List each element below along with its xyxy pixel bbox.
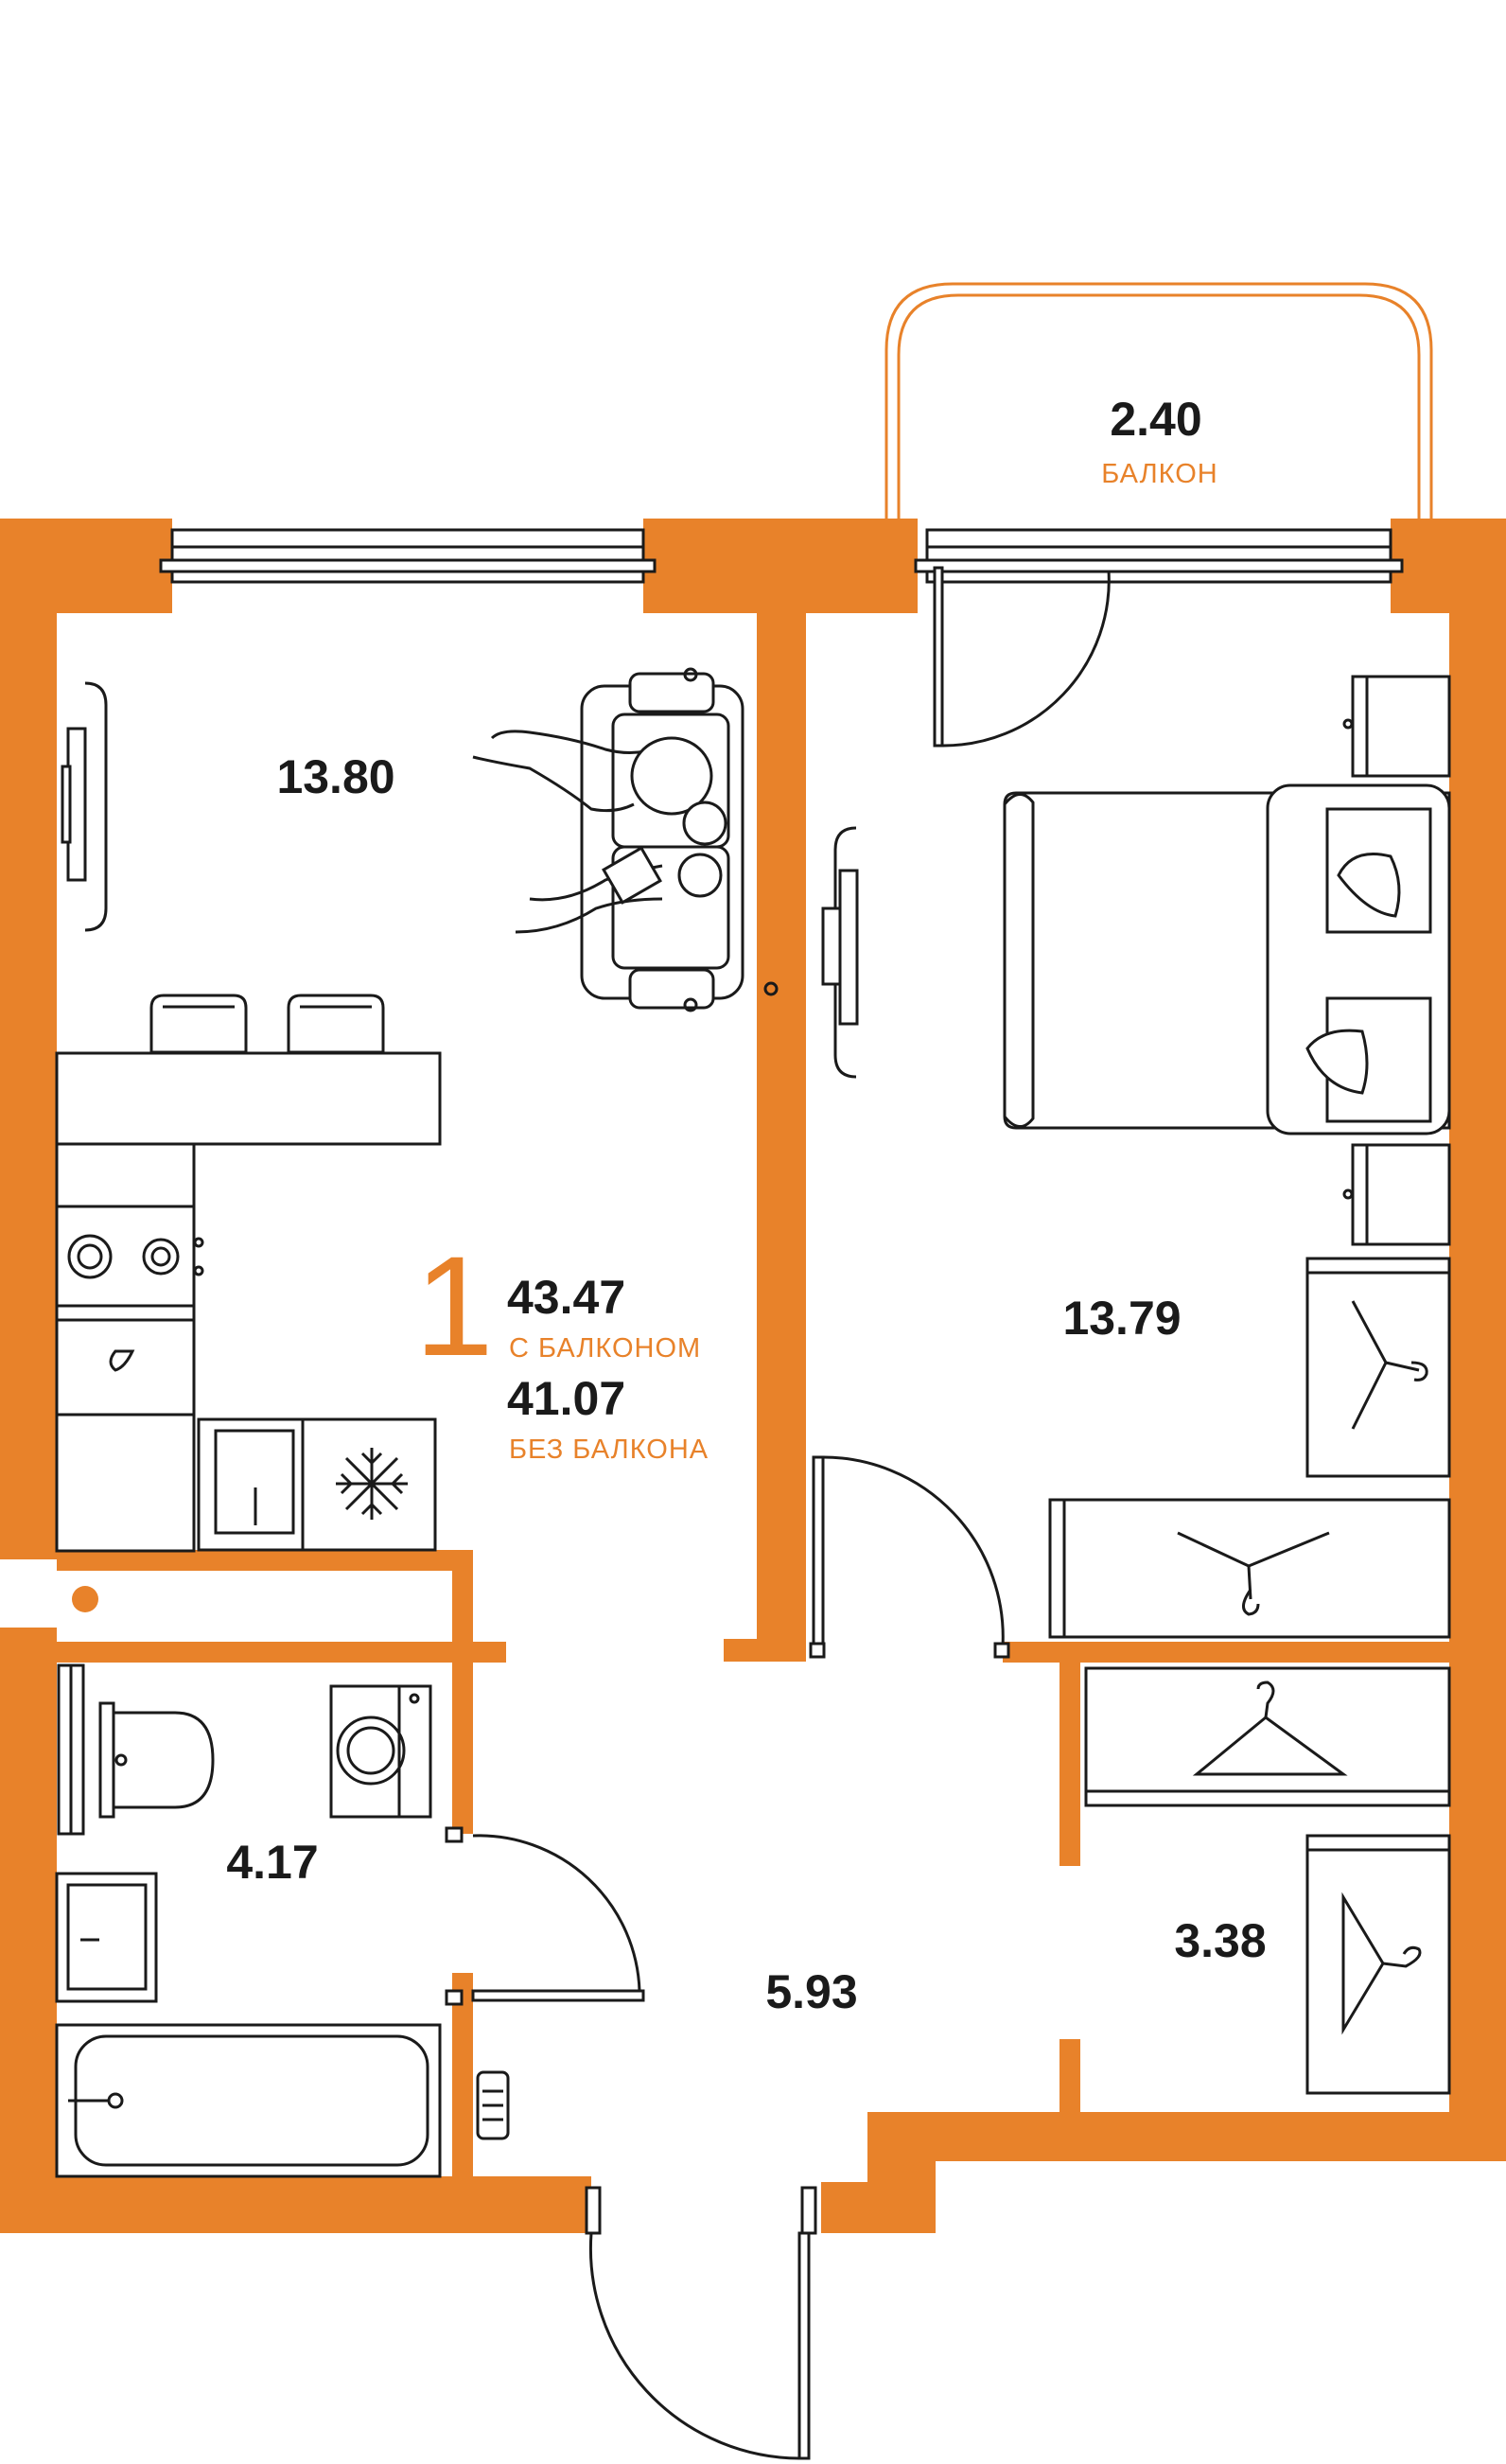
towel-rail bbox=[476, 2070, 510, 2140]
double-bed bbox=[1003, 783, 1451, 1135]
kitchen-bath-opening bbox=[57, 1586, 98, 1836]
nightstand-top bbox=[1342, 675, 1451, 778]
bedroom-door bbox=[809, 1455, 1010, 1659]
hallway-area: 5.93 bbox=[765, 1965, 857, 2018]
tv-living bbox=[61, 681, 108, 932]
wardrobe-bedroom-vertical bbox=[1305, 1257, 1451, 1478]
wardrobe-area: 3.38 bbox=[1174, 1914, 1266, 1967]
bar-stools bbox=[149, 994, 385, 1054]
window-living bbox=[159, 528, 657, 584]
bedroom-area: 13.79 bbox=[1062, 1292, 1181, 1345]
bar-counter bbox=[55, 1051, 442, 1146]
kitchen-living-area: 13.80 bbox=[276, 750, 394, 803]
toilet bbox=[98, 1701, 215, 1819]
cooktop bbox=[67, 1234, 204, 1279]
wardrobe-closet-horizontal bbox=[1084, 1666, 1451, 1807]
balcony-door bbox=[933, 566, 1111, 748]
entrance-door bbox=[585, 2186, 817, 2460]
balcony-outline bbox=[884, 282, 1433, 519]
with-balcony-label: С БАЛКОНОМ bbox=[509, 1333, 701, 1364]
people-on-sofa bbox=[472, 730, 727, 934]
bathtub bbox=[55, 2023, 442, 2178]
freezer-icon bbox=[336, 1448, 408, 1520]
total-with-balcony: 43.47 bbox=[507, 1271, 625, 1324]
dishwasher bbox=[214, 1429, 295, 1535]
sofa-living bbox=[580, 667, 779, 1012]
bathroom-sink bbox=[55, 1872, 158, 2003]
kitchen-sink bbox=[109, 1349, 135, 1372]
washing-machine bbox=[329, 1684, 432, 1819]
total-without-balcony: 41.07 bbox=[507, 1372, 625, 1425]
balcony-area: 2.40 bbox=[1110, 393, 1201, 446]
wardrobe-closet-vertical bbox=[1305, 1834, 1451, 2095]
bathroom-door bbox=[445, 1826, 645, 2006]
wardrobe-bedroom-horizontal bbox=[1048, 1498, 1451, 1639]
tv-bedroom bbox=[821, 826, 859, 1079]
nightstand-bottom bbox=[1342, 1143, 1451, 1246]
bathroom-area: 4.17 bbox=[226, 1836, 318, 1889]
without-balcony-label: БЕЗ БАЛКОНА bbox=[509, 1434, 709, 1465]
balcony-label: БАЛКОН bbox=[1101, 459, 1217, 489]
window-bedroom bbox=[914, 528, 1404, 584]
room-count: 1 bbox=[414, 1226, 493, 1385]
walls bbox=[0, 519, 1506, 2233]
